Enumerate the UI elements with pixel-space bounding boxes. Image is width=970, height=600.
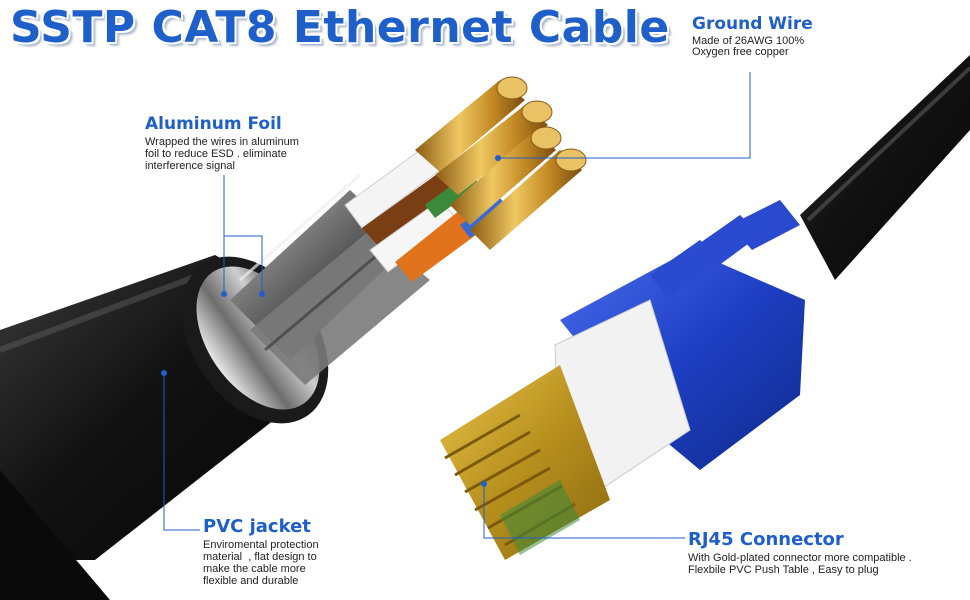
right-cable bbox=[800, 55, 970, 280]
rj45-connector-heading: RJ45 Connector bbox=[688, 529, 844, 550]
page-title: SSTP CAT8 Ethernet Cable bbox=[10, 2, 670, 53]
aluminum-foil-callout: Aluminum Foil Wrapped the wires in alumi… bbox=[145, 114, 345, 172]
pvc-jacket-line-3: make the cable more bbox=[203, 563, 306, 575]
pvc-jacket-line-1: Enviromental protection bbox=[203, 539, 319, 551]
rj45-plug bbox=[440, 200, 805, 560]
pvc-jacket-description: Enviromental protection material , flat … bbox=[203, 539, 373, 587]
rj45-connector-line-2: Flexbile PVC Push Table , Easy to plug bbox=[688, 564, 879, 576]
pvc-jacket-heading: PVC jacket bbox=[203, 516, 311, 537]
pvc-jacket-leader bbox=[163, 373, 200, 531]
aluminum-foil-leader-2 bbox=[224, 235, 263, 294]
ground-wire-line-1: Made of 26AWG 100% bbox=[692, 35, 805, 47]
aluminum-foil-heading: Aluminum Foil bbox=[145, 114, 282, 134]
rj45-connector-description: With Gold-plated connector more compatib… bbox=[688, 552, 963, 576]
ground-wire-description: Made of 26AWG 100% Oxygen free copper bbox=[692, 36, 962, 58]
copper-strands bbox=[415, 76, 587, 250]
ground-wire-callout: Ground Wire Made of 26AWG 100% Oxygen fr… bbox=[692, 14, 962, 58]
ground-wire-heading: Ground Wire bbox=[692, 14, 813, 34]
ground-wire-line-2: Oxygen free copper bbox=[692, 46, 789, 58]
ground-wire-leader bbox=[498, 72, 751, 159]
pvc-jacket-line-4: flexible and durable bbox=[203, 575, 299, 587]
aluminum-foil-description: Wrapped the wires in aluminum foil to re… bbox=[145, 136, 345, 172]
pvc-jacket-line-2: material , flat design to bbox=[203, 551, 317, 563]
aluminum-foil-line-3: interference signal bbox=[145, 160, 235, 172]
aluminum-foil-line-1: Wrapped the wires in aluminum bbox=[145, 136, 299, 148]
callout-lines bbox=[163, 72, 751, 539]
rj45-connector-callout: RJ45 Connector With Gold-plated connecto… bbox=[688, 529, 963, 576]
aluminum-foil-line-2: foil to reduce ESD . eliminate bbox=[145, 148, 287, 160]
pvc-jacket-callout: PVC jacket Enviromental protection mater… bbox=[203, 516, 373, 587]
rj45-connector-line-1: With Gold-plated connector more compatib… bbox=[688, 552, 912, 564]
callout-dots bbox=[161, 155, 501, 487]
rj45-connector-leader bbox=[483, 484, 685, 539]
